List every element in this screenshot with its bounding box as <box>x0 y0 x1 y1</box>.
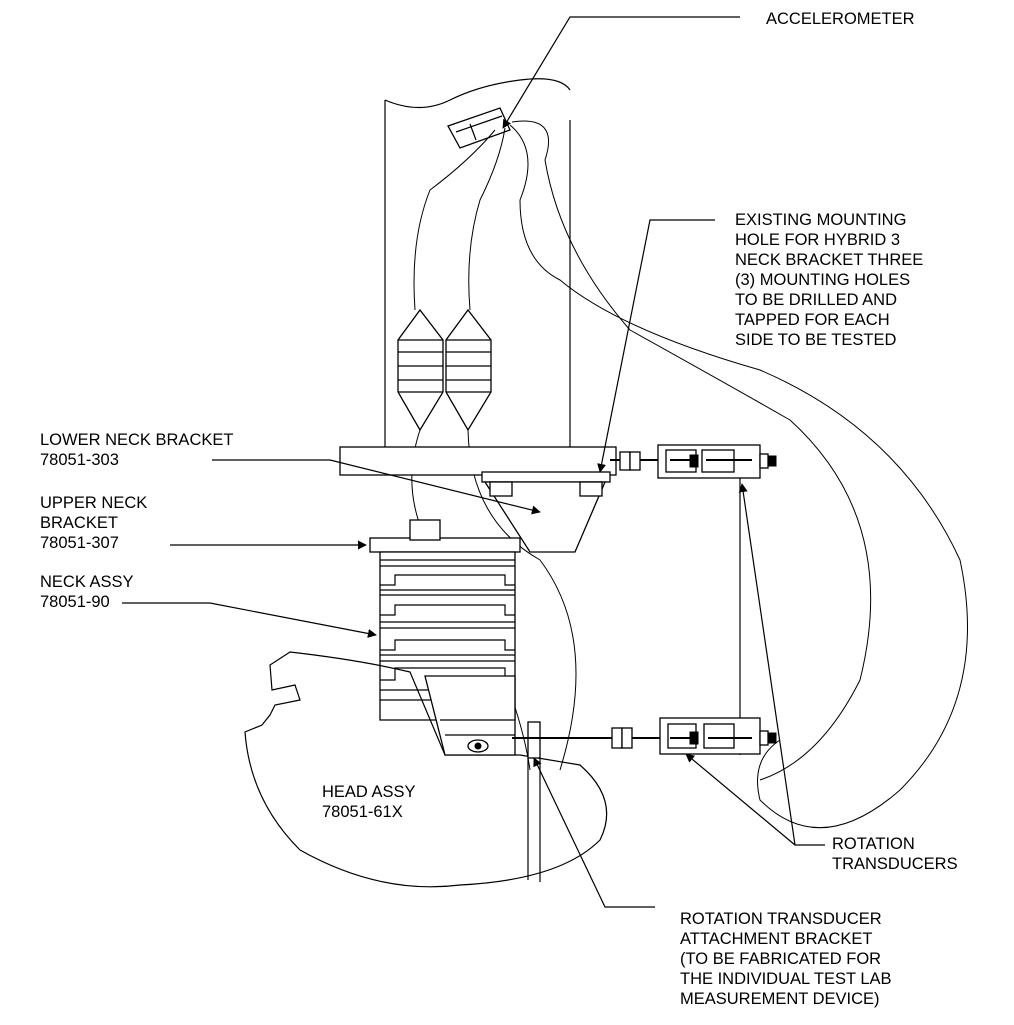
leader-attachment-bracket <box>533 757 655 908</box>
upper-column <box>384 78 571 447</box>
attachment-bracket <box>527 721 541 882</box>
leader-neck-assy <box>122 602 377 638</box>
label-attachment-bracket: ROTATION TRANSDUCER ATTACHMENT BRACKET (… <box>680 910 896 1008</box>
wire-connector-left <box>397 308 444 432</box>
label-lower-neck-bracket: LOWER NECK BRACKET 78051-303 <box>40 431 238 469</box>
label-upper-neck-bracket: UPPER NECK BRACKET 78051-307 <box>40 494 152 552</box>
accelerometer-wires <box>411 120 968 829</box>
load-plate <box>339 446 617 476</box>
leader-accelerometer <box>502 16 740 129</box>
upper-rotation-transducer <box>610 444 777 755</box>
label-neck-assy: NECK ASSY 78051-90 <box>40 573 138 611</box>
label-existing-mounting-hole: EXISTING MOUNTING HOLE FOR HYBRID 3 NECK… <box>735 211 928 349</box>
accelerometer-block <box>447 107 511 149</box>
label-head-assy: HEAD ASSY 78051-61X <box>322 783 420 821</box>
leader-existing-hole <box>597 219 715 473</box>
lower-neck-bracket <box>481 471 611 553</box>
upper-neck-bracket <box>369 519 521 553</box>
head-assy <box>244 651 608 888</box>
label-accelerometer: ACCELEROMETER <box>766 10 915 28</box>
leader-rotation-transducers <box>685 483 825 846</box>
label-rotation-transducers: ROTATION TRANSDUCERS <box>832 835 958 873</box>
leader-lower-neck-bracket <box>212 459 541 515</box>
wire-connector-right <box>445 308 492 432</box>
lower-rotation-transducer <box>512 717 777 755</box>
